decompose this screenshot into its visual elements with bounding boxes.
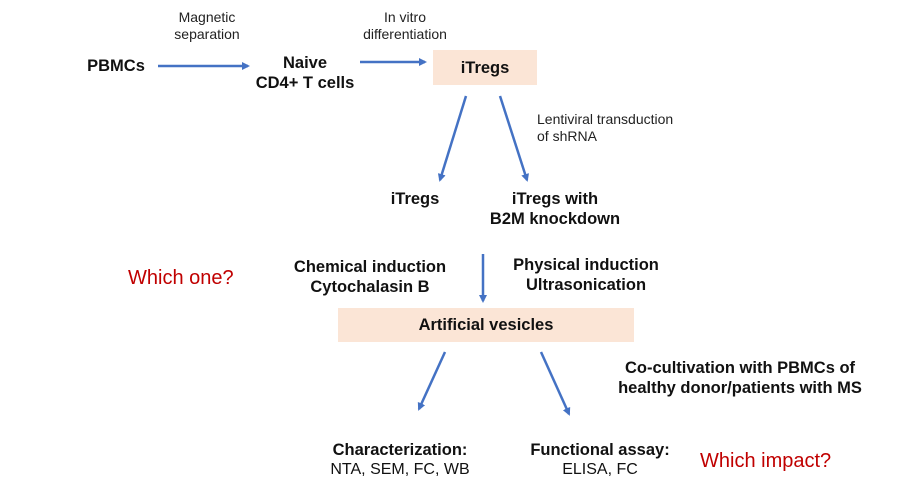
label-cocult-line1: Co-cultivation with PBMCs of (624, 359, 856, 377)
label-magnetic-line2: separation (174, 26, 240, 43)
label-cocult-line2: healthy donor/patients with MS (618, 379, 862, 398)
node-vesicles-box (338, 308, 634, 342)
node-characterization-methods: NTA, SEM, FC, WB (330, 461, 470, 479)
node-characterization: Characterization: NTA, SEM, FC, WB (305, 440, 495, 480)
arrow-to-characterization (417, 351, 447, 411)
label-chemical-induction: Chemical induction Cytochalasin B (275, 257, 465, 297)
label-invitro-line1: In vitro (383, 9, 426, 25)
label-magnetic-line1: Magnetic (178, 9, 236, 25)
node-functional-assay: Functional assay: ELISA, FC (510, 440, 690, 480)
arrow-itregs-to-knockdown (498, 95, 529, 182)
node-naive-cd4: Naive CD4+ T cells (240, 53, 370, 93)
label-physical-line1: Physical induction (513, 256, 659, 274)
node-vesicles-label: Artificial vesicles (418, 316, 554, 334)
arrow-itregs-to-itregs (437, 95, 468, 182)
node-kd-line2: B2M knockdown (489, 210, 621, 229)
node-characterization-title: Characterization: (332, 441, 468, 459)
label-lenti-line1: Lentiviral transduction (537, 111, 674, 127)
label-invitro-line2: differentiation (363, 26, 447, 43)
node-itregs-box (433, 50, 537, 85)
node-functional-methods: ELISA, FC (562, 461, 638, 479)
label-chemical-line2: Cytochalasin B (310, 278, 430, 297)
node-pbmcs: PBMCs (87, 57, 145, 75)
arrow-to-functional (539, 351, 571, 416)
label-physical-line2: Ultrasonication (525, 276, 647, 295)
label-co-cultivation: Co-cultivation with PBMCs of healthy don… (590, 358, 890, 398)
question-which-one: Which one? (128, 267, 234, 289)
label-lenti-line2: of shRNA (537, 128, 597, 145)
label-physical-induction: Physical induction Ultrasonication (496, 255, 676, 295)
label-magnetic-separation: Magnetic separation (152, 9, 262, 43)
node-kd-line1: iTregs with (511, 190, 599, 208)
label-chemical-line1: Chemical induction (293, 258, 447, 276)
node-itregs-box-label: iTregs (460, 59, 510, 77)
node-naive-line1: Naive (282, 54, 328, 72)
label-lentiviral-transduction: Lentiviral transduction of shRNA (537, 111, 717, 145)
node-functional-title: Functional assay: (530, 441, 670, 459)
node-itregs: iTregs (390, 190, 440, 208)
node-naive-line2: CD4+ T cells (255, 74, 355, 93)
node-itregs-b2m-knockdown: iTregs with B2M knockdown (480, 189, 630, 229)
question-which-impact: Which impact? (700, 450, 832, 472)
label-in-vitro-differentiation: In vitro differentiation (340, 9, 470, 43)
